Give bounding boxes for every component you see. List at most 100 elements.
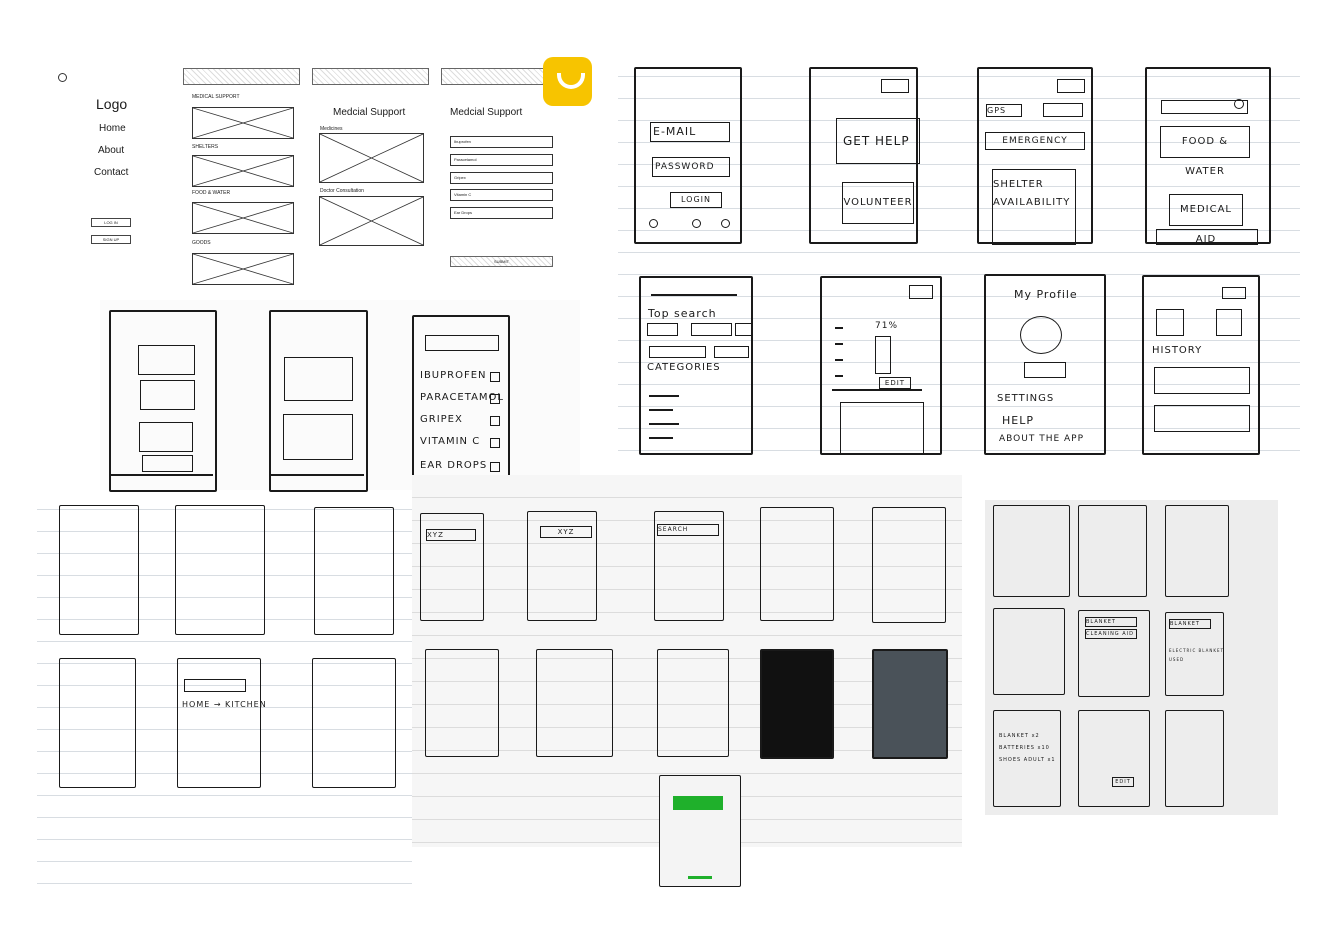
node-box	[1156, 309, 1184, 336]
xyz-search[interactable]: XYZ	[540, 526, 592, 538]
sketch-panel-right: BLANKET CLEANING AID BLANKET ELECTRIC BL…	[985, 500, 1278, 815]
form-field-0[interactable]: Ibuprofen	[450, 136, 553, 148]
sketch-panel-top-right: E-MAIL PASSWORD LOGIN GET HELP VOLUNTEER…	[618, 55, 1300, 460]
search-icon[interactable]	[1234, 99, 1244, 109]
menu-box	[1043, 103, 1083, 117]
medical-title: Medcial Support	[333, 107, 406, 118]
phone-login: E-MAIL PASSWORD LOGIN	[634, 67, 742, 244]
logo-text: Logo	[96, 96, 128, 112]
phone-cards	[59, 658, 136, 788]
signup-button[interactable]: SIGN UP	[91, 235, 131, 244]
chip	[691, 323, 732, 336]
phone-search: SEARCH	[654, 511, 724, 621]
gps-button[interactable]: GPS	[986, 104, 1022, 117]
image-placeholder	[192, 253, 294, 285]
green-tab	[688, 876, 712, 879]
settings-link[interactable]: SETTINGS	[997, 393, 1055, 404]
form-field-3[interactable]: Vitamin C	[450, 189, 553, 201]
image-placeholder	[192, 202, 294, 234]
about-link[interactable]: ABOUT THE APP	[999, 434, 1085, 444]
bottom-bar	[1156, 229, 1258, 245]
medicines-label: Medicines	[320, 126, 343, 132]
card	[139, 422, 193, 452]
form-field-1[interactable]: Paracetamol	[450, 154, 553, 166]
header-bar	[183, 68, 300, 85]
card	[142, 455, 193, 472]
phone-slate	[872, 649, 948, 759]
checkbox[interactable]	[490, 438, 500, 448]
volunteer-button[interactable]: VOLUNTEER	[842, 182, 914, 224]
password-field[interactable]: PASSWORD	[652, 157, 730, 177]
image-placeholder	[192, 107, 294, 139]
phone-blanket: BLANKET CLEANING AID	[1078, 610, 1150, 697]
bar	[875, 336, 891, 374]
menu-box	[909, 285, 933, 299]
form-field-2[interactable]: Gripex	[450, 172, 553, 184]
dash	[835, 359, 843, 361]
node-box	[1216, 309, 1242, 336]
menu-box	[1222, 287, 1246, 299]
submit-button[interactable]: SUBMIT	[450, 256, 553, 267]
help-link[interactable]: HELP	[1002, 414, 1034, 427]
history-row	[1154, 405, 1250, 432]
login-button[interactable]: LOG IN	[91, 218, 131, 227]
electric-label: ELECTRIC BLANKET	[1169, 648, 1224, 653]
chip	[649, 346, 706, 358]
checkbox[interactable]	[490, 462, 500, 472]
phone-mini	[1165, 710, 1224, 807]
form-field-4[interactable]: Ear Drops	[450, 207, 553, 219]
top-search-label: Top search	[648, 307, 717, 320]
image-placeholder	[192, 155, 294, 187]
percent-label: 71%	[875, 321, 899, 331]
chip	[735, 323, 753, 336]
medical-aid-button[interactable]: MEDICAL AID	[1169, 194, 1243, 245]
search-bar[interactable]	[184, 679, 246, 692]
search-bar[interactable]	[1161, 100, 1248, 114]
phone-edit: EDIT	[1078, 710, 1150, 807]
bottom-block	[840, 402, 924, 454]
globe-icon	[58, 73, 67, 82]
avatar	[1020, 316, 1062, 354]
emergency-button[interactable]: EMERGENCY	[985, 132, 1085, 150]
blanket-field[interactable]: BLANKET	[1085, 617, 1137, 627]
phone-dashboard	[425, 649, 499, 757]
get-help-button[interactable]: GET HELP	[836, 118, 920, 164]
checkbox[interactable]	[490, 394, 500, 404]
phone-green	[659, 775, 741, 887]
section-shelters: SHELTERS	[192, 144, 219, 150]
edit-button[interactable]: EDIT	[879, 377, 911, 389]
history-title: HISTORY	[1152, 345, 1203, 356]
phone-mini	[993, 608, 1065, 695]
cleaning-field[interactable]: CLEANING AID	[1085, 629, 1137, 639]
search-field[interactable]: SEARCH	[657, 524, 719, 536]
image-placeholder	[319, 196, 424, 246]
checkbox[interactable]	[490, 372, 500, 382]
edit-button[interactable]: EDIT	[1112, 777, 1134, 787]
phone-sketch	[109, 310, 217, 492]
nav-contact[interactable]: Contact	[94, 167, 129, 178]
email-field[interactable]: E-MAIL	[650, 122, 730, 142]
phone-grid	[760, 507, 834, 621]
header-bar	[312, 68, 429, 85]
card	[284, 357, 353, 401]
nav-about[interactable]: About	[98, 145, 125, 156]
login-button[interactable]: LOGIN	[670, 192, 722, 208]
phone-history: HISTORY	[1142, 275, 1260, 455]
form-title: Medcial Support	[450, 107, 523, 118]
phone-grid	[314, 507, 394, 635]
phone-dashboard	[536, 649, 613, 757]
card	[140, 380, 195, 410]
nav-home[interactable]: Home	[99, 123, 126, 134]
blanket-field[interactable]: BLANKET	[1169, 619, 1211, 629]
search-bar[interactable]	[425, 335, 499, 351]
xyz-search[interactable]: XYZ	[426, 529, 476, 541]
list-line-2: BATTERIES x10	[999, 745, 1050, 751]
phone-list: BLANKET x2 BATTERIES x10 SHOES ADULT x1	[993, 710, 1061, 807]
checkbox[interactable]	[490, 416, 500, 426]
food-button[interactable]: FOOD & WATER	[1160, 126, 1250, 177]
phone-emergency: GPS EMERGENCY SHELTER AVAILABILITY	[977, 67, 1093, 245]
section-medical: MEDICAL SUPPORT	[192, 94, 240, 100]
phone-help: GET HELP VOLUNTEER	[809, 67, 920, 244]
shelter-button[interactable]: SHELTER AVAILABILITY	[992, 169, 1076, 245]
green-header	[673, 796, 723, 810]
